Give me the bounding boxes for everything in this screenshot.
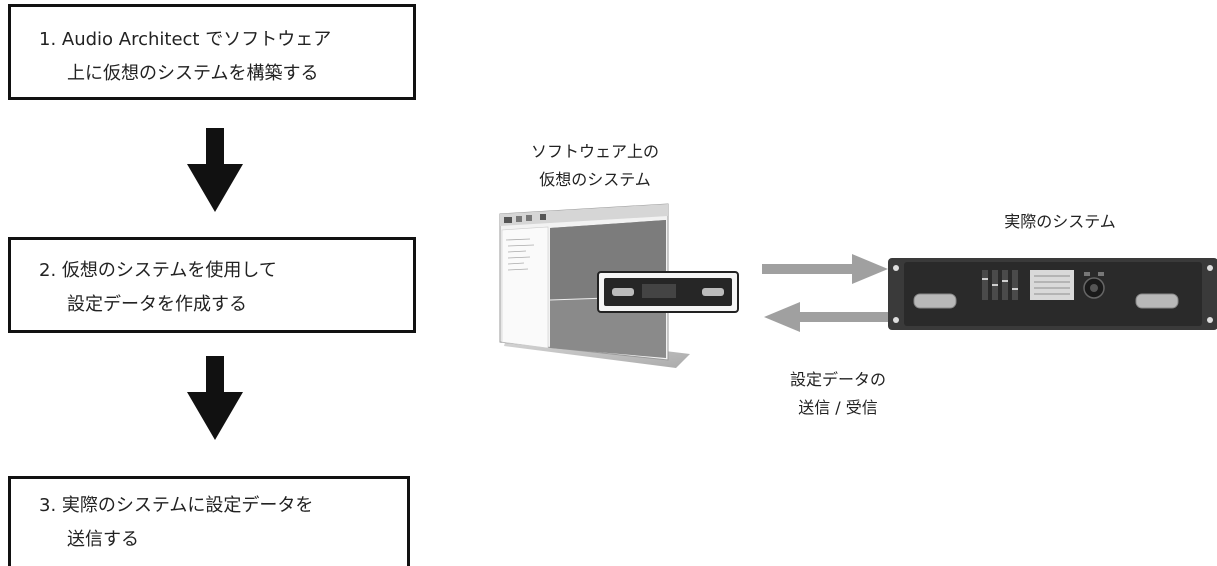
real-system-label: 実際のシステム — [1004, 212, 1116, 231]
step-2-line1: 2. 仮想のシステムを使用して — [39, 260, 277, 281]
amplifier-device-icon — [888, 258, 1217, 330]
step-3-line1: 3. 実際のシステムに設定データを — [39, 495, 314, 516]
transfer-label-line2: 送信 / 受信 — [798, 398, 878, 417]
transfer-label: 設定データの 送信 / 受信 — [748, 366, 928, 422]
transfer-label-line1: 設定データの — [789, 370, 886, 389]
down-arrow-icon — [187, 128, 243, 212]
virtual-system-label-line2: 仮想のシステム — [539, 170, 651, 189]
left-arrow-icon — [764, 302, 890, 332]
software-window-icon — [499, 203, 739, 368]
step-1-line2: 上に仮想のシステムを構築する — [67, 63, 319, 84]
step-2-line2: 設定データを作成する — [67, 294, 247, 315]
right-arrow-icon — [762, 254, 888, 284]
step-2-box: 2. 仮想のシステムを使用して 設定データを作成する — [8, 237, 416, 333]
virtual-system-label-line1: ソフトウェア上の — [530, 142, 659, 161]
step-1-line1: 1. Audio Architect でソフトウェア — [39, 29, 332, 50]
step-3-box: 3. 実際のシステムに設定データを 送信する — [8, 476, 410, 566]
step-1-box: 1. Audio Architect でソフトウェア 上に仮想のシステムを構築す… — [8, 4, 416, 100]
virtual-system-label: ソフトウェア上の 仮想のシステム — [495, 138, 695, 194]
step-3-line2: 送信する — [67, 529, 139, 550]
down-arrow-icon — [187, 356, 243, 440]
